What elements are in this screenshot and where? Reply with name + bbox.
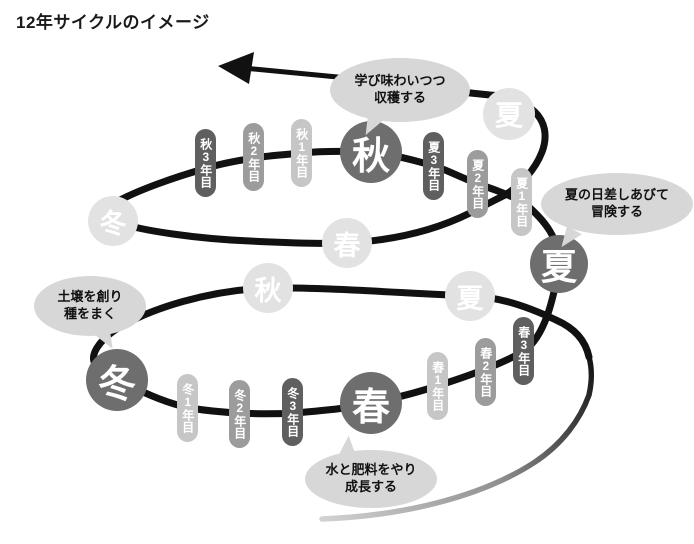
season-circle-ghost-spring: 春 [322, 218, 372, 268]
callout-text-line2: 種をまく [63, 306, 116, 321]
callout-text-line1: 学び味わいつつ [354, 73, 446, 89]
season-label: 秋 [351, 132, 390, 178]
season-label: 夏 [456, 283, 484, 315]
callout-harvest: 学び味わいつつ 収穫する [330, 58, 470, 140]
year-pill-autumn-3: 秋3年目 [195, 129, 216, 197]
spiral-fading-tail [319, 354, 594, 522]
callout-text-line1: 水と肥料をやり [325, 462, 417, 478]
season-label: 冬 [99, 208, 127, 240]
year-pill-spring-3: 春3年目 [513, 317, 534, 385]
year-pill-winter-3: 冬3年目 [282, 378, 303, 446]
callout-text-line2: 収穫する [373, 90, 426, 105]
year-pill-autumn-2: 秋2年目 [243, 123, 264, 191]
page-title: 12年サイクルのイメージ [16, 13, 210, 32]
callout-adventure: 夏の日差しあびて 冒険する [541, 173, 693, 253]
callout-text-line1: 土壌を創り [57, 289, 123, 305]
year-pill-winter-1: 冬1年目 [177, 374, 198, 442]
year-pill-winter-2: 冬2年目 [229, 380, 250, 448]
season-label: 冬 [97, 360, 136, 406]
arrow-head-icon [218, 52, 254, 84]
season-label: 夏 [494, 99, 523, 132]
season-circle-spring: 春 [340, 372, 402, 434]
season-circle-winter: 冬 [86, 349, 148, 411]
season-label: 春 [333, 230, 361, 262]
season-label: 夏 [540, 246, 577, 288]
season-circle-ghost-summer-lower: 夏 [445, 271, 495, 321]
callout-text-line2: 成長する [344, 479, 397, 494]
season-label: 秋 [254, 275, 282, 307]
callout-text-line1: 夏の日差しあびて [564, 187, 669, 203]
year-pill-summer-3: 夏3年目 [423, 132, 444, 200]
season-circle-summer: 夏 [530, 235, 588, 293]
year-pill-autumn-1: 秋1年目 [291, 119, 312, 187]
callout-text-line2: 冒険する [590, 204, 643, 219]
year-pill-summer-1: 夏1年目 [511, 168, 532, 236]
arrow-shaft [240, 65, 351, 81]
year-pill-spring-1: 春1年目 [427, 352, 448, 420]
season-circle-autumn: 秋 [340, 121, 402, 183]
season-circle-ghost-autumn: 秋 [243, 263, 293, 313]
spiral-main-line [90, 73, 593, 418]
year-pill-spring-2: 春2年目 [475, 338, 496, 406]
year-pill-summer-2: 夏2年目 [467, 150, 488, 218]
callout-grow: 水と肥料をやり 成長する [305, 434, 437, 508]
callout-tail [339, 434, 360, 457]
season-circle-ghost-summer-top: 夏 [483, 88, 535, 140]
callout-sow: 土壌を創り 種をまく [34, 276, 146, 354]
season-label: 春 [351, 383, 390, 429]
season-circle-ghost-winter: 冬 [88, 196, 138, 246]
